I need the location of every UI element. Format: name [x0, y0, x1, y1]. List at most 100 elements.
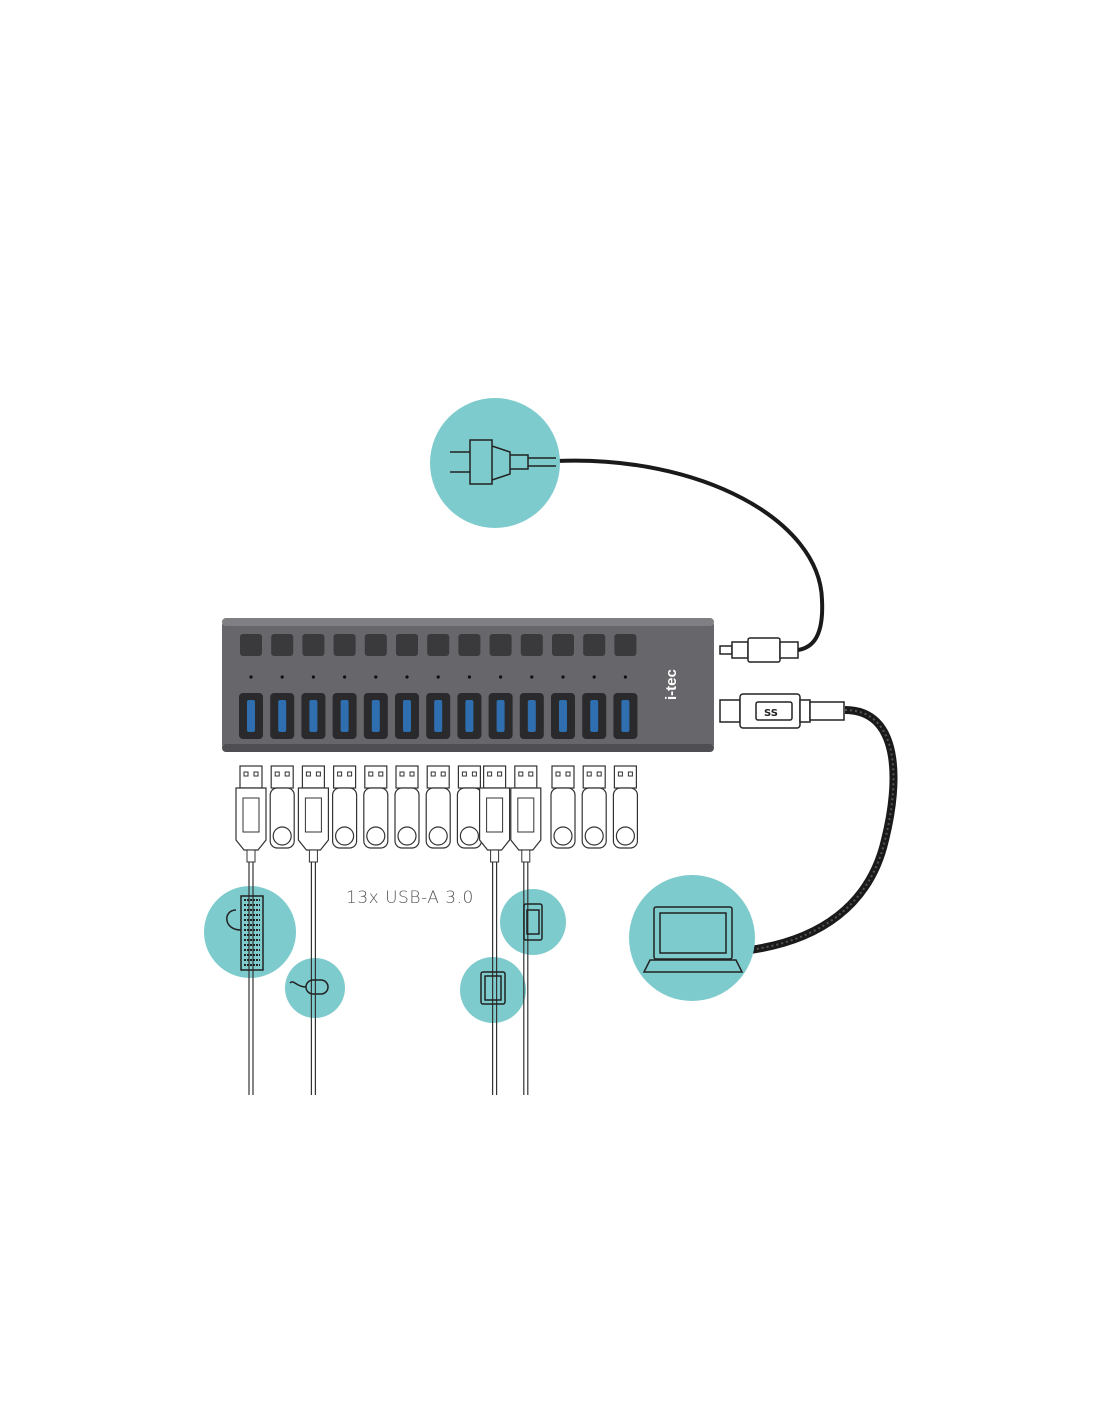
ports-label: 13x USB-A 3.0	[346, 888, 474, 908]
connector-hole	[440, 771, 446, 777]
laptop-icon	[642, 906, 744, 973]
usb-connector	[582, 765, 606, 789]
connector-hole	[284, 771, 290, 777]
port-led	[499, 675, 503, 679]
port-power-button	[489, 634, 512, 656]
usb-connector	[457, 765, 481, 789]
port-power-button	[552, 634, 574, 656]
phone-screen	[526, 909, 540, 935]
usb-connector	[395, 765, 419, 789]
keyboard-mouse-cord	[226, 909, 242, 931]
usb-connector	[270, 765, 294, 789]
usb-port-tongue	[247, 700, 255, 732]
port-power-button	[302, 634, 325, 656]
port-led	[343, 675, 347, 679]
flash-drive-ring	[553, 826, 573, 846]
port-led	[249, 675, 253, 679]
keyboard-icon	[226, 895, 264, 971]
usb-port-tongue	[309, 700, 318, 732]
usb-port-tongue	[590, 700, 599, 732]
port-led	[530, 675, 534, 679]
mouse-cord	[289, 981, 307, 988]
port-power-button	[614, 634, 637, 656]
port-power-button	[520, 634, 543, 656]
port-power-button	[240, 634, 262, 656]
flash-drive-ring	[366, 826, 386, 846]
flash-drive-ring	[428, 826, 448, 846]
usb-connector	[613, 765, 638, 789]
usb-connector	[426, 765, 450, 789]
port-power-button	[427, 634, 450, 656]
usb-port-tongue	[371, 700, 380, 732]
port-power-button	[364, 634, 387, 656]
usb-port-tongue	[278, 700, 287, 732]
port-led	[561, 675, 565, 679]
port-led	[436, 675, 440, 679]
usb-port-tongue	[340, 700, 349, 732]
port-power-button	[458, 634, 481, 656]
port-led	[405, 675, 409, 679]
usb-connector	[551, 765, 575, 789]
cable-strain-relief	[490, 849, 500, 863]
plug-cable	[510, 454, 556, 470]
usb-port-tongue	[403, 700, 411, 732]
usb-port-tongue	[621, 700, 630, 732]
laptop-circle	[629, 875, 755, 1001]
svg-text:SS: SS	[764, 708, 778, 719]
flash-drive-ring	[584, 826, 604, 846]
usb-hub: i-tec	[222, 618, 714, 752]
usb-b-plug: SS	[719, 693, 845, 729]
connector-hole	[243, 771, 249, 777]
connector-hole	[315, 771, 321, 777]
cable-strain-relief	[308, 849, 318, 863]
usb-port-tongue	[559, 700, 567, 732]
usb-port-tongue	[465, 700, 474, 732]
power-plug-icon	[450, 439, 556, 485]
power-cable	[555, 458, 825, 652]
port-power-button	[333, 634, 356, 656]
connector-hole	[253, 771, 259, 777]
usb-connector	[333, 765, 357, 789]
usb-port-tongue	[496, 700, 505, 732]
connector-hole	[471, 771, 477, 777]
usb-connector	[364, 765, 388, 789]
port-led	[374, 675, 378, 679]
connector-hole	[586, 771, 592, 777]
usb-port-tongue	[434, 700, 443, 732]
dc-power-plug	[719, 637, 799, 663]
usb-ss-logo	[304, 797, 322, 833]
tablet-screen	[484, 975, 502, 1001]
connector-hole	[627, 771, 633, 777]
usb-port-tongue	[527, 700, 536, 732]
connector-hole	[274, 771, 280, 777]
port-led	[623, 675, 628, 679]
connector-hole	[399, 771, 405, 777]
connector-hole	[305, 771, 311, 777]
svg-text:i-tec: i-tec	[663, 669, 680, 700]
tablet-icon	[480, 971, 506, 1005]
connector-hole	[555, 771, 561, 777]
port-led	[467, 675, 471, 679]
connector-hole	[378, 771, 384, 777]
flash-drive-ring	[459, 826, 479, 846]
connector-hole	[409, 771, 415, 777]
cable-strain-relief	[521, 849, 531, 863]
usb-ss-logo	[486, 797, 504, 833]
connector-hole	[596, 771, 602, 777]
connector-hole	[565, 771, 571, 777]
connector-hole	[347, 771, 353, 777]
laptop-base	[642, 959, 744, 973]
usb-connector	[483, 765, 507, 789]
phone-icon	[523, 903, 543, 941]
port-led	[311, 675, 315, 679]
usb-b-cable	[749, 706, 898, 954]
mouse-icon	[289, 979, 329, 995]
cable-strain-relief	[246, 849, 256, 863]
connector-hole	[368, 771, 374, 777]
connector-hole	[430, 771, 436, 777]
usb-connector	[239, 765, 263, 789]
connector-hole	[518, 771, 524, 777]
flash-drive-ring	[397, 826, 417, 846]
flash-drive-ring	[272, 826, 292, 846]
